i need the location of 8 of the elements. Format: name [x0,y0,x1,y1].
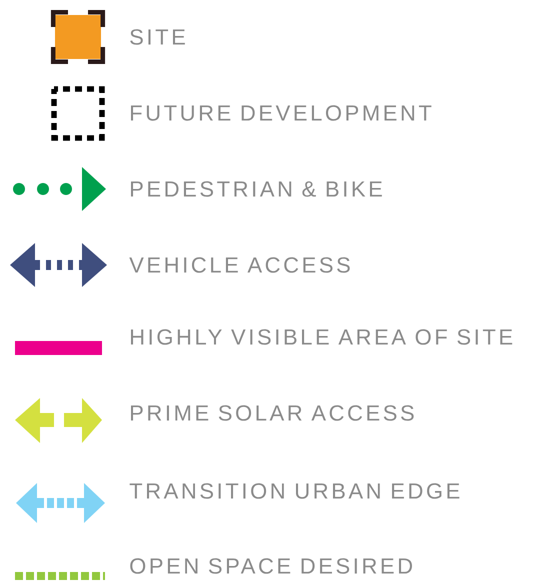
legend-label: HIGHLY VISIBLE AREA OF SITE [131,329,512,345]
legend-label: SITE [130,29,185,45]
legend-label: PEDESTRIAN & BIKE [131,181,382,197]
legend-label: TRANSITION URBAN EDGE [130,483,460,499]
legend-label: PRIME SOLAR ACCESS [131,405,414,421]
legend-label: VEHICLE ACCESS [129,257,350,273]
legend-label: FUTURE DEVELOPMENT [131,105,432,121]
legend-label: OPEN SPACE DESIRED [130,558,412,574]
